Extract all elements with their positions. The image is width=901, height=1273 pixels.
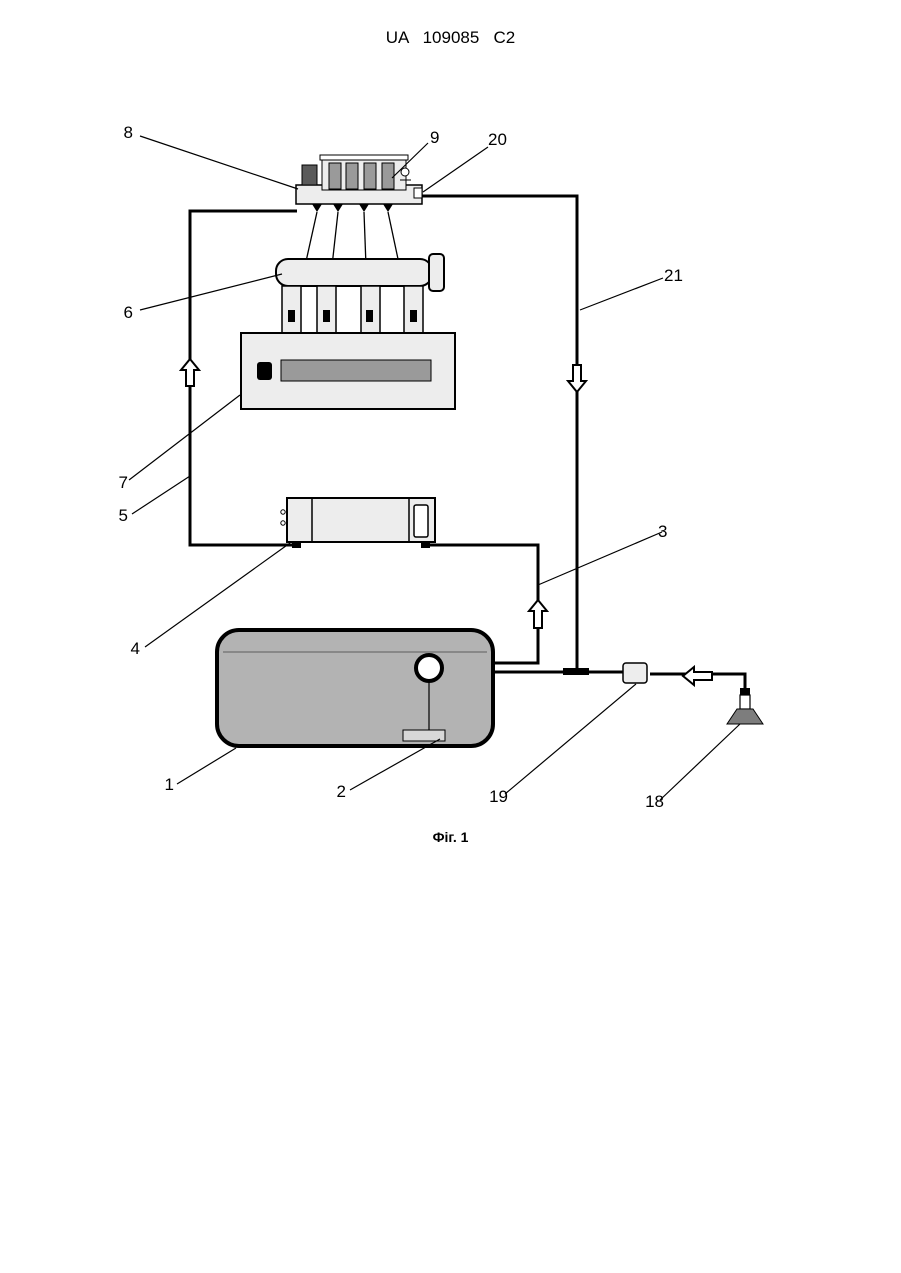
component-4-pump xyxy=(281,498,435,548)
label-21: 21 xyxy=(664,266,683,285)
component-6-manifold xyxy=(276,254,444,333)
flow-arrow-down-21 xyxy=(568,365,586,392)
label-8: 8 xyxy=(124,123,133,142)
label-6: 6 xyxy=(124,303,133,322)
label-4: 4 xyxy=(131,639,140,658)
label-7: 7 xyxy=(119,473,128,492)
component-18-bottle xyxy=(727,688,763,724)
label-9: 9 xyxy=(430,128,439,147)
component-1-tank xyxy=(217,630,493,746)
line-21 xyxy=(422,196,577,672)
label-2: 2 xyxy=(337,782,346,801)
component-8-rail xyxy=(296,155,422,212)
label-19: 19 xyxy=(489,787,508,806)
tee-junction xyxy=(563,668,589,675)
label-5: 5 xyxy=(119,506,128,525)
label-1: 1 xyxy=(165,775,174,794)
component-7-engine xyxy=(241,333,455,409)
component-19-filter xyxy=(623,663,647,683)
figure-caption: Фіг. 1 xyxy=(0,829,901,845)
label-20: 20 xyxy=(488,130,507,149)
flow-arrow-up-3 xyxy=(529,600,547,628)
label-3: 3 xyxy=(658,522,667,541)
label-18: 18 xyxy=(645,792,664,811)
flow-arrow-left-bottle xyxy=(683,667,712,685)
flow-arrow-up-5 xyxy=(181,359,199,386)
